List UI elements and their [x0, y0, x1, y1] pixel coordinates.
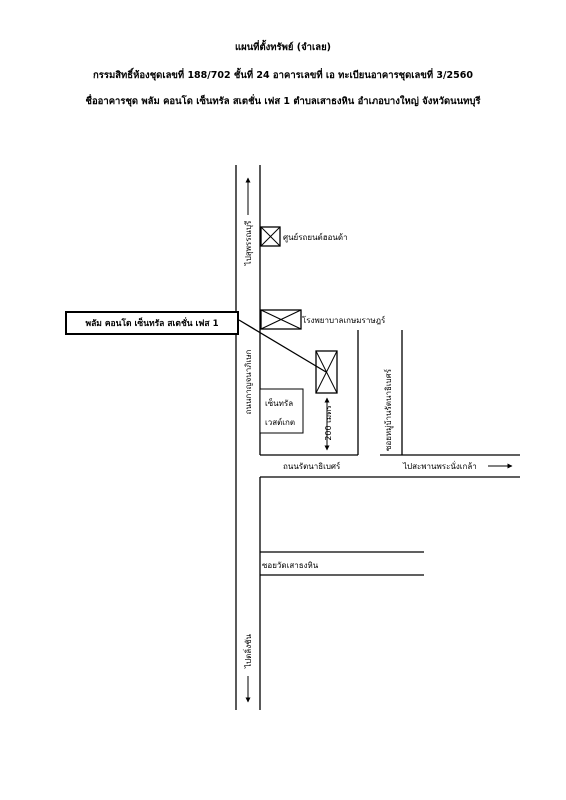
honda-center-marker [260, 226, 281, 247]
condo-callout: พลัม คอนโด เซ็นทรัล สเตชั่น เฟส 1 [65, 311, 239, 335]
central-westgate-label-2: เวสต์เกต [265, 417, 295, 427]
north-direction-label: ไปสุพรรณบุรี [244, 220, 253, 266]
callout-leader-line [238, 319, 327, 373]
honda-center-label: ศูนย์รถยนต์ฮอนด้า [283, 232, 348, 243]
east-direction-label: ไปสะพานพระนั่งเกล้า [402, 460, 477, 471]
hospital-label: โรงพยาบาลเกษมราษฎร์ [302, 315, 386, 325]
hospital-marker [260, 309, 302, 330]
central-westgate-box [259, 388, 304, 434]
soi-rattanathibet-label: ซอยหมู่บ้านรัตนาธิเบศร์ [383, 368, 394, 451]
central-westgate-label-1: เซ็นทรัล [265, 398, 293, 408]
rattanathibet-road-label: ถนนรัตนาธิเบศร์ [283, 461, 341, 471]
distance-label: 200 เมตร [324, 405, 333, 441]
building-details: ชื่ออาคารชุด พลัม คอนโด เซ็นทรัล สเตชั่น… [85, 96, 481, 107]
map-title: แผนที่ตั้งทรัพย์ (จำเลย) [235, 42, 331, 53]
main-road-label: ถนนกาญจนาภิเษก [244, 349, 253, 414]
soi-wat-label: ซอยวัดเสาธงหิน [262, 561, 319, 570]
condo-marker [315, 350, 338, 394]
unit-details: กรรมสิทธิ์ห้องชุดเลขที่ 188/702 ชั้นที่ … [93, 70, 473, 81]
south-direction-label: ไปตลิ่งชัน [242, 633, 253, 669]
